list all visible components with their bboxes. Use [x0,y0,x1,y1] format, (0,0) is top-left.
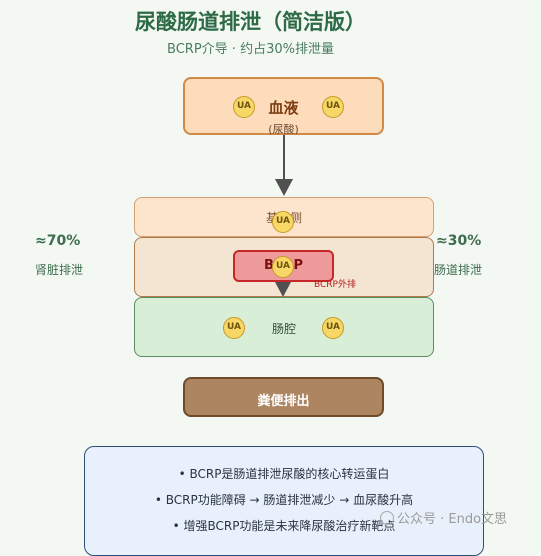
intestinal-lumen: UA 肠腔 UA [134,297,434,357]
lumen-label: 肠腔 [271,322,296,336]
feces-label: 粪便排出 [257,394,310,409]
intestinal-excretion-label: 肠道排泄 [434,263,483,277]
page-subtitle: BCRP介导 · 约占30%排泄量 [167,42,334,57]
intestinal-percentage: ≈30% [436,233,482,249]
uric-acid-molecule: UA [272,211,294,233]
uric-acid-molecule: UA [322,96,344,118]
summary-item: • BCRP功能障碍 → 肠道排泄减少 → 血尿酸升高 [154,493,414,507]
blood-box: UA 血液 UA (尿酸) [183,77,384,136]
watermark: 公众号 · Endo文思 [380,508,507,527]
uric-acid-molecule: UA [272,256,294,278]
feces-excretion-box: 粪便排出 [183,377,384,417]
wechat-account-icon [380,511,394,525]
uric-acid-molecule: UA [322,317,344,339]
watermark-text: 公众号 · Endo文思 [397,512,508,527]
renal-excretion-label: 肾脏排泄 [35,263,84,277]
summary-item: • 增强BCRP功能是未来降尿酸治疗新靶点 [172,519,396,533]
summary-item: • BCRP是肠道排泄尿酸的核心转运蛋白 [178,467,390,481]
renal-percentage: ≈70% [35,233,81,249]
blood-sublabel: (尿酸) [268,123,299,136]
uric-acid-molecule: UA [223,317,245,339]
blood-label: 血液 [268,99,299,117]
uric-acid-molecule: UA [233,96,255,118]
efflux-arrow-head [275,282,291,297]
flow-arrow-shaft [283,135,285,181]
summary-box: • BCRP是肠道排泄尿酸的核心转运蛋白 • BCRP功能障碍 → 肠道排泄减少… [84,446,484,556]
bcrp-efflux-label: BCRP外排 [314,280,356,290]
page-title: 尿酸肠道排泄（简洁版） [135,10,366,34]
flow-arrow-head [275,179,293,196]
